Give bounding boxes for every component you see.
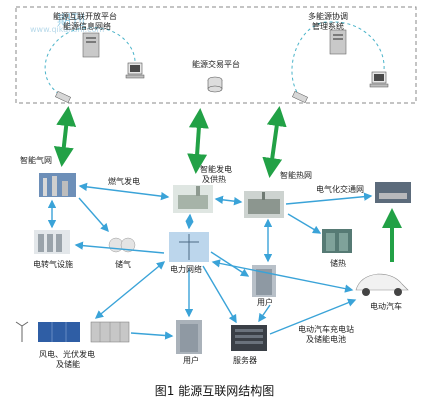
label-renewables-2: 及储能 [56,360,80,369]
p2g-facility-image [34,230,70,254]
power-network-image [169,232,209,262]
watermark-url: www.qikanshi.com [30,25,105,34]
blue-arrows [47,182,373,340]
user-building-upper-image [252,265,276,297]
gas-power-plant-image [173,185,213,213]
workstation-icon-left [125,62,145,79]
server-tower-icon-left [82,32,100,58]
smart-heat-network-image [244,191,284,218]
label-multi-energy-1: 多能源协调 [308,12,348,21]
label-smart-gas-network: 智能气网 [20,156,52,165]
user-building-lower-image [176,320,202,354]
heat-storage-image [322,229,352,253]
label-open-platform: 能源互联开放平台 [53,12,117,21]
label-renewables-1: 风电、光伏发电 [39,350,95,359]
router-icon-left [55,90,71,104]
label-heat-storage: 储热 [330,259,346,268]
cloud-right-arc [291,21,385,98]
electric-car-image [355,273,409,296]
label-server: 服务器 [233,356,257,365]
label-smart-generation-2: 及供热 [202,175,226,184]
label-gas-storage: 储气 [115,260,131,269]
label-smart-heat-network: 智能热网 [280,171,312,180]
label-p2g-facility: 电转气设施 [33,260,73,269]
label-gas-power: 燃气发电 [108,177,140,186]
workstation-icon-right [369,71,389,88]
cloud-platform-box [15,6,417,104]
figure-caption: 图1 能源互联网结构图 [154,384,275,398]
smart-gas-network-image [39,173,76,197]
router-icon-right [292,90,308,104]
electrified-traffic-image [375,182,411,203]
label-info-network: 能源信息网络 [63,22,111,31]
label-trading-platform: 能源交易平台 [192,60,240,69]
label-user-lower: 用户 [183,356,199,365]
storage-container-image [90,321,130,343]
wind-turbine-image [15,321,29,342]
label-power-network: 电力网络 [170,265,202,274]
green-link-left [53,106,77,167]
label-charging-station-1: 电动汽车充电站 [298,325,354,334]
solar-panel-image [38,322,80,342]
database-icon [207,76,223,93]
cloud-left-arc [44,27,136,98]
label-multi-energy-2: 管理系统 [312,22,344,31]
watermark-cn: 期刊 [57,13,85,29]
green-link-center [187,108,209,174]
server-tower-icon-right [329,29,347,55]
server-rack-image [231,325,267,351]
label-electric-vehicle: 电动汽车 [370,302,402,311]
green-link-right [262,106,287,178]
label-smart-generation-1: 智能发电 [200,165,232,174]
label-charging-station-2: 及储能电池 [306,335,346,344]
label-electrified-traffic: 电气化交通网 [316,185,364,194]
label-user-upper: 用户 [257,298,273,307]
